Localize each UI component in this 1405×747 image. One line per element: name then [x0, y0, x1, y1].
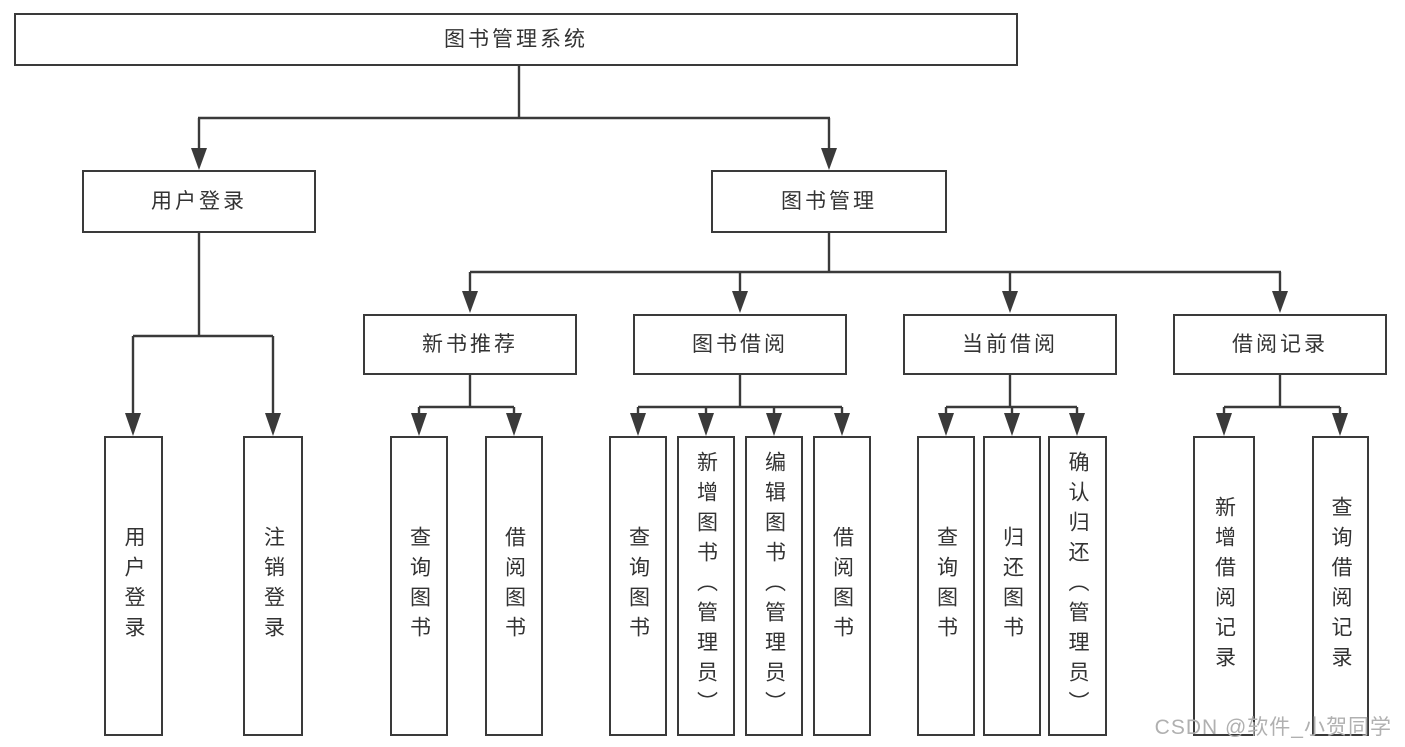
leaf-add-books-admin: 新增图书（管理员）	[677, 436, 735, 736]
node-user-login: 用户登录	[82, 170, 316, 233]
leaf-current-query-books: 查询图书	[917, 436, 975, 736]
leaf-confirm-return-admin: 确认归还（管理员）	[1048, 436, 1107, 736]
csdn-watermark: CSDN @软件_小贺同学	[1154, 716, 1392, 739]
leaf-return-books: 归还图书	[983, 436, 1041, 736]
node-book-borrowing: 图书借阅	[633, 314, 847, 375]
leaf-borrow-books: 借阅图书	[813, 436, 871, 736]
node-new-book-recommendation: 新书推荐	[363, 314, 577, 375]
node-borrowing-records: 借阅记录	[1173, 314, 1387, 375]
leaf-recommend-borrow-books: 借阅图书	[485, 436, 543, 736]
leaf-user-login: 用户登录	[104, 436, 163, 736]
node-library-management-system: 图书管理系统	[14, 13, 1018, 66]
node-book-management: 图书管理	[711, 170, 947, 233]
leaf-logout: 注销登录	[243, 436, 303, 736]
leaf-recommend-query-books: 查询图书	[390, 436, 448, 736]
leaf-add-borrow-record: 新增借阅记录	[1193, 436, 1255, 736]
leaf-edit-books-admin: 编辑图书（管理员）	[745, 436, 803, 736]
leaf-query-borrow-record: 查询借阅记录	[1312, 436, 1369, 736]
leaf-borrow-query-books: 查询图书	[609, 436, 667, 736]
node-current-borrowing: 当前借阅	[903, 314, 1117, 375]
